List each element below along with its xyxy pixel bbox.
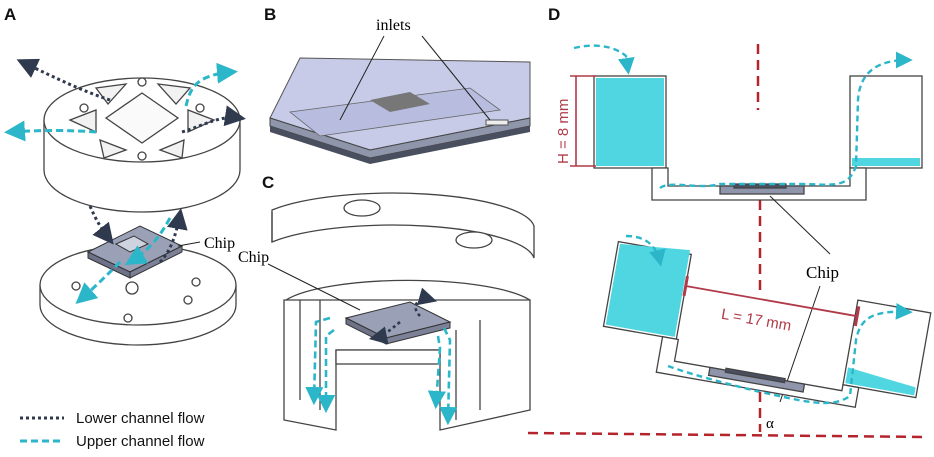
inlet-slot-b: [485, 119, 509, 126]
upper-flow-paths-c: [305, 316, 458, 426]
panel-a-label: A: [4, 5, 16, 24]
axis-horizontal: [527, 431, 929, 439]
alpha-label: α: [766, 416, 774, 432]
panel-d: D H = 8 mm Chip: [527, 5, 932, 439]
length-label: L = 17 mm: [720, 306, 793, 335]
panel-d-label: D: [548, 5, 560, 24]
membrane-b: [370, 92, 430, 112]
housing-c: [283, 279, 531, 431]
upper-flow-tilted: [625, 234, 913, 405]
chip-a-leader: [177, 241, 201, 247]
chip-c-leader: [267, 263, 361, 311]
lid-c: [271, 192, 535, 259]
chip-d-leader-top: [769, 195, 831, 255]
panel-a: A: [4, 5, 246, 346]
chip-a-label: Chip: [204, 235, 235, 252]
chip-c-label: Chip: [238, 249, 269, 266]
legend-upper-label: Upper channel flow: [76, 433, 205, 450]
upper-flow-upright: [573, 44, 913, 190]
lower-flow-paths-c: [368, 287, 438, 345]
upper-holder: [43, 77, 241, 213]
inlets-leaders: [339, 35, 491, 121]
upper-flow-paths-a: [4, 62, 238, 304]
chip-b-base: [270, 126, 530, 164]
legend: Lower channel flow Upper channel flow: [20, 410, 205, 450]
panel-c: C: [238, 173, 535, 431]
height-label: H = 8 mm: [555, 99, 572, 164]
device-upright: [593, 75, 923, 201]
lower-flow-paths-a: [16, 58, 246, 264]
panel-c-label: C: [262, 173, 274, 192]
inlets-label: inlets: [376, 17, 411, 34]
height-dimension: [570, 75, 596, 167]
panel-b-label: B: [264, 5, 276, 24]
panel-b: B inlets: [264, 5, 531, 164]
legend-lower-label: Lower channel flow: [76, 410, 205, 427]
device-tilted: [602, 240, 932, 409]
chip-d-label: Chip: [806, 263, 839, 282]
